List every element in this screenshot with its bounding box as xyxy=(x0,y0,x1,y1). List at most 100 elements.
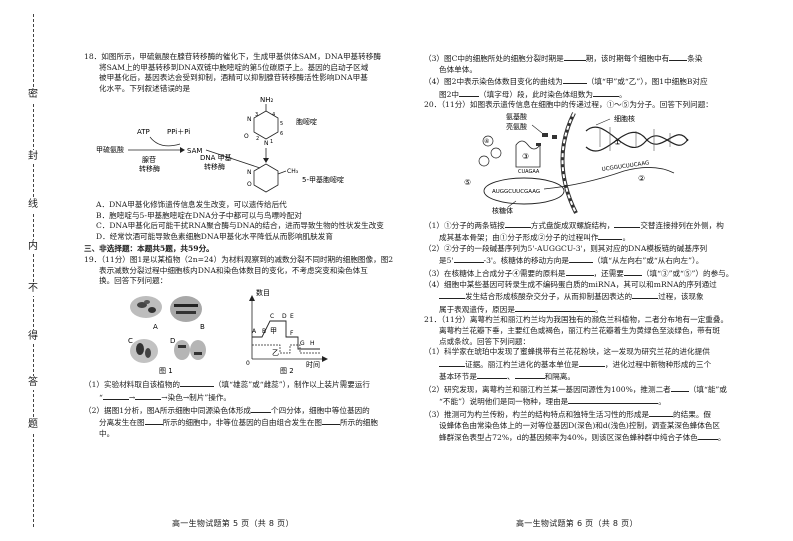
answer-blank[interactable] xyxy=(562,75,587,85)
ring-n: N xyxy=(264,140,269,147)
answer-blank[interactable] xyxy=(592,88,619,97)
answer-blank[interactable] xyxy=(251,404,272,413)
answer-blank[interactable] xyxy=(598,231,623,241)
ring-o: O xyxy=(244,133,249,140)
anticodon-sequence: CUAGAA xyxy=(518,169,540,175)
nucleus-label: 细胞核 xyxy=(614,114,635,123)
q21-line: 离萼杓兰花瓣下垂，主要红色或褐色，丽江杓兰花瓣着生为黄绿色至淡绿色，带有斑 xyxy=(439,325,720,335)
answer-blank[interactable] xyxy=(144,416,163,426)
q21-3-cont: 设蜂体色由常染色体上的一对等位基因D(深色)和d(浅色)控制，调查某深色蜂体色区 xyxy=(439,420,720,430)
answer-blank[interactable] xyxy=(439,358,465,367)
q19-4: （4）图2中表示染色体数目变化的曲线为（填“甲”或“乙”），图1中细胞B对应 xyxy=(424,75,708,87)
section-heading: 三、非选择题：本题共5题，共59分。 xyxy=(84,244,214,254)
q21-2: （2）研究发现，离萼杓兰和丽江杓兰某一基因同源性为100%，推测二者（填“能”或 xyxy=(424,383,727,394)
molecule-4-label: ④ xyxy=(484,138,489,145)
q21-2-cont: “不能”）说明他们是同一物种，理由是。 xyxy=(439,395,666,407)
point-label: A xyxy=(252,328,257,335)
point-label: D xyxy=(282,313,287,320)
answer-blank[interactable] xyxy=(568,395,659,405)
answer-blank[interactable] xyxy=(514,303,595,312)
cytosine-label: 胞嘧啶 xyxy=(296,117,317,126)
page-footer-right: 高一生物试题第 6 页（共 8 页） xyxy=(516,519,638,528)
right-column: （3）图C中的细胞所处的细胞分裂时期是期，该时期每个细胞中有条染 色体单体。 （… xyxy=(424,52,764,444)
answer-blank[interactable] xyxy=(670,383,689,392)
mrna-sequence: AUGGCUUCGAAG xyxy=(492,189,540,195)
q21-3-cont: 蜂群深色表型占72%，d的基因频率为40%，则该区深色蜂种群中纯合子体色。 xyxy=(439,431,726,443)
answer-blank[interactable] xyxy=(669,52,688,61)
q20-2: （2）②分子的一段碱基序列为5'-AUGGCU-3'，则其对应的DNA模板链的碱… xyxy=(424,243,708,253)
molecule-3-label: ③ xyxy=(522,152,529,161)
curve-yi-label: 乙 xyxy=(272,349,279,357)
q21-line: 21．（11分）离萼杓兰和丽江杓兰均为我国独有的濒危兰科植物，二者分布地有一定重… xyxy=(424,315,729,325)
q20-line: 20．（11分）如图表示遗传信息在细胞中的传递过程，①～⑤为分子。回答下列问题： xyxy=(424,100,713,110)
q21-3: （3）推测可为杓兰传粉，杓兰的结构特点和独特生活习性的形成是的结果。假 xyxy=(424,408,712,420)
binding-char: 内 xyxy=(26,240,40,254)
q18-option-a: A．DNA甲基化修饰遗传信息发生改变，可以遗传给后代 xyxy=(96,199,287,209)
q21-1: （1）科学家在琥珀中发现了蜜蜂携带有兰花花粉块，这一发现为研究兰花的进化提供 xyxy=(424,347,710,357)
q19-4-cont: 图2中（填字母）段，此时染色体组数为。 xyxy=(439,88,627,99)
cell-image-a xyxy=(130,295,162,318)
answer-blank[interactable] xyxy=(102,391,129,400)
answer-blank[interactable] xyxy=(697,431,718,441)
answer-blank[interactable] xyxy=(179,378,214,388)
answer-blank[interactable] xyxy=(322,416,341,426)
answer-blank[interactable] xyxy=(135,391,162,400)
atp-label: ATP xyxy=(137,128,150,136)
ring-number: 3 xyxy=(255,112,258,118)
binding-char: 封 xyxy=(26,150,40,164)
q19-line: 19．（11分）图1是以某植物（2n=24）为材料观察到的减数分裂不同时期的细胞… xyxy=(84,254,394,264)
answer-blank[interactable] xyxy=(439,290,465,300)
answer-blank[interactable] xyxy=(565,267,594,276)
answer-blank[interactable] xyxy=(568,254,593,264)
answer-blank[interactable] xyxy=(623,267,642,276)
q20-1-cont: 成其基本骨架；由①分子形成②分子的过程叫作。 xyxy=(439,231,631,243)
answer-blank[interactable] xyxy=(614,219,641,228)
q19-2-cont: 中。 xyxy=(99,428,115,438)
binding-char: 不 xyxy=(26,282,40,296)
q20-3: （3）在核糖体上合成分子④需要的原料是，还需要（填“③”或“⑤”）的参与。 xyxy=(424,267,734,278)
q21-1-cont: 基本环节是、和隔离。 xyxy=(439,370,575,382)
ch3-label: CH₃ xyxy=(287,168,299,175)
ring-number: 1 xyxy=(270,139,273,145)
answer-blank[interactable] xyxy=(504,219,531,228)
enzyme-label: 转移酶 xyxy=(204,162,225,171)
q21-line: 点或条纹。回答下列问题： xyxy=(439,336,531,346)
molecule-1-label: ① xyxy=(614,138,621,147)
cell-label-a: A xyxy=(153,323,158,331)
leucine-label: 亮氨酸 xyxy=(506,122,527,131)
point-label: B xyxy=(262,328,266,335)
answer-blank[interactable] xyxy=(453,254,484,264)
point-label: F xyxy=(290,330,294,337)
cut-line xyxy=(33,14,34,527)
q19-1-cont: “→→染色→制片”操作。 xyxy=(99,391,232,402)
answer-blank[interactable] xyxy=(649,408,674,418)
answer-blank[interactable] xyxy=(632,290,659,300)
answer-blank[interactable] xyxy=(514,370,545,380)
point-label: G xyxy=(300,340,305,347)
ppi-label: PPi＋Pi xyxy=(167,128,190,136)
q21-1-cont: 证据。丽江杓兰进化的基本单位是，进化过程中新物种形成的三个 xyxy=(424,358,764,371)
molecule-5-label: ⑤ xyxy=(464,178,471,187)
q20-4: （4）细胞中某些基因可转录生成不编码蛋白质的miRNA，其可以和mRNA的序列通… xyxy=(424,279,717,289)
q18-option-c: C．DNA甲基化后可能干扰RNA聚合酶与DNA的结合，进而导致生物的性状发生改变 xyxy=(96,221,384,231)
point-label: E xyxy=(290,313,294,320)
answer-blank[interactable] xyxy=(578,358,605,367)
q18-line: 将SAM上的甲基转移到DNA双链中胞嘧啶的第5位碳原子上。基因的启动子区域 xyxy=(99,62,369,72)
answer-blank[interactable] xyxy=(459,88,480,97)
point-label: H xyxy=(310,340,315,347)
ring-number: 6 xyxy=(280,131,283,137)
q19-3: （3）图C中的细胞所处的细胞分裂时期是期，该时期每个细胞中有条染 xyxy=(424,52,703,63)
q18-line: 18．如图所示，甲硫氨酸在腺苷转移酶的催化下，生成甲基供体SAM，DNA甲基转移… xyxy=(84,52,381,61)
binding-char: 答 xyxy=(26,376,40,390)
answer-blank[interactable] xyxy=(563,52,586,61)
cell-image-c xyxy=(130,338,158,363)
gene-expression-figure: 细胞核 ① UCGGUCUUCAAG ② 氨基酸 亮氨酸 ④ xyxy=(464,112,689,215)
answer-blank[interactable] xyxy=(476,370,507,380)
molecule-2-label: ② xyxy=(638,174,645,183)
ring-number: 4 xyxy=(272,112,275,118)
q20-2-cont: 是5'-3'。核糖体的移动方向是（填“从左向右”或“从右向左”）。 xyxy=(439,254,704,266)
nh2-label: NH₂ xyxy=(260,96,274,104)
origin-label: 0 xyxy=(246,360,250,367)
curve-jia-label: 甲 xyxy=(270,327,277,335)
